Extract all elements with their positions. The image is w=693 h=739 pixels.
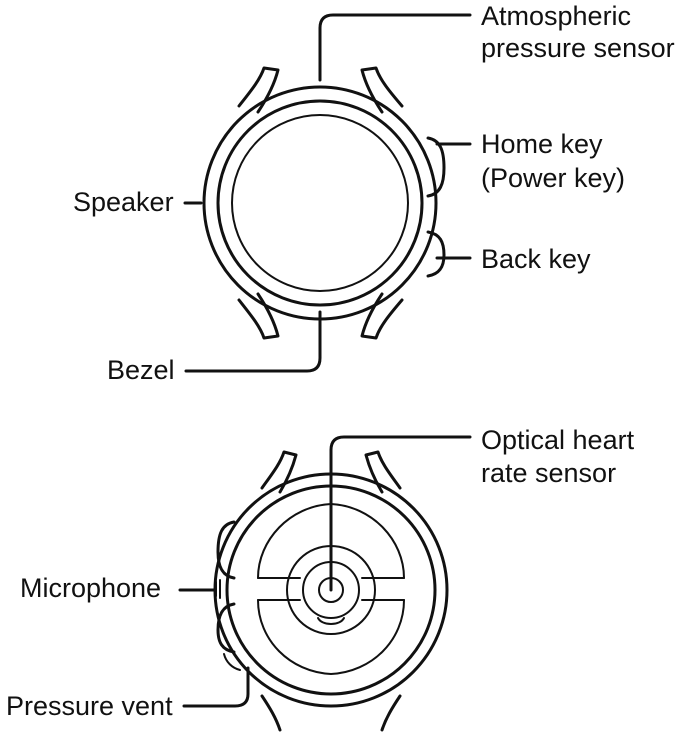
front-display — [231, 114, 409, 292]
back-lug-bottom-right — [380, 694, 402, 732]
back-view-back-key — [216, 602, 236, 654]
back-key — [426, 230, 446, 278]
front-watch — [202, 66, 446, 340]
microphone-hole — [215, 579, 221, 599]
pressure-vent-hole — [223, 653, 241, 671]
label-atmospheric-line2: pressure sensor — [481, 33, 675, 63]
label-bezel: Bezel — [107, 355, 175, 385]
back-view-home-key — [216, 520, 236, 580]
label-back-key: Back key — [481, 244, 591, 274]
label-speaker: Speaker — [73, 187, 174, 217]
front-case-outer — [202, 85, 438, 321]
label-pressure-vent: Pressure vent — [6, 691, 173, 721]
seam-arc-bottom — [257, 599, 405, 675]
label-microphone: Microphone — [20, 573, 162, 603]
label-home-key-line2: (Power key) — [481, 163, 626, 193]
leader-pressure-vent — [182, 666, 250, 708]
leader-bezel — [184, 310, 322, 373]
back-lug-bottom-left — [260, 694, 282, 732]
label-atmospheric-line1: Atmospheric — [481, 1, 632, 31]
leader-optical — [329, 435, 472, 592]
label-optical-line2: rate sensor — [481, 458, 617, 488]
leader-atmospheric — [318, 13, 472, 82]
label-optical-line1: Optical heart — [481, 425, 635, 455]
label-home-key-line1: Home key — [481, 129, 603, 159]
sensor-notch — [317, 617, 345, 625]
front-bezel-ring — [216, 99, 424, 307]
home-key — [426, 136, 446, 198]
